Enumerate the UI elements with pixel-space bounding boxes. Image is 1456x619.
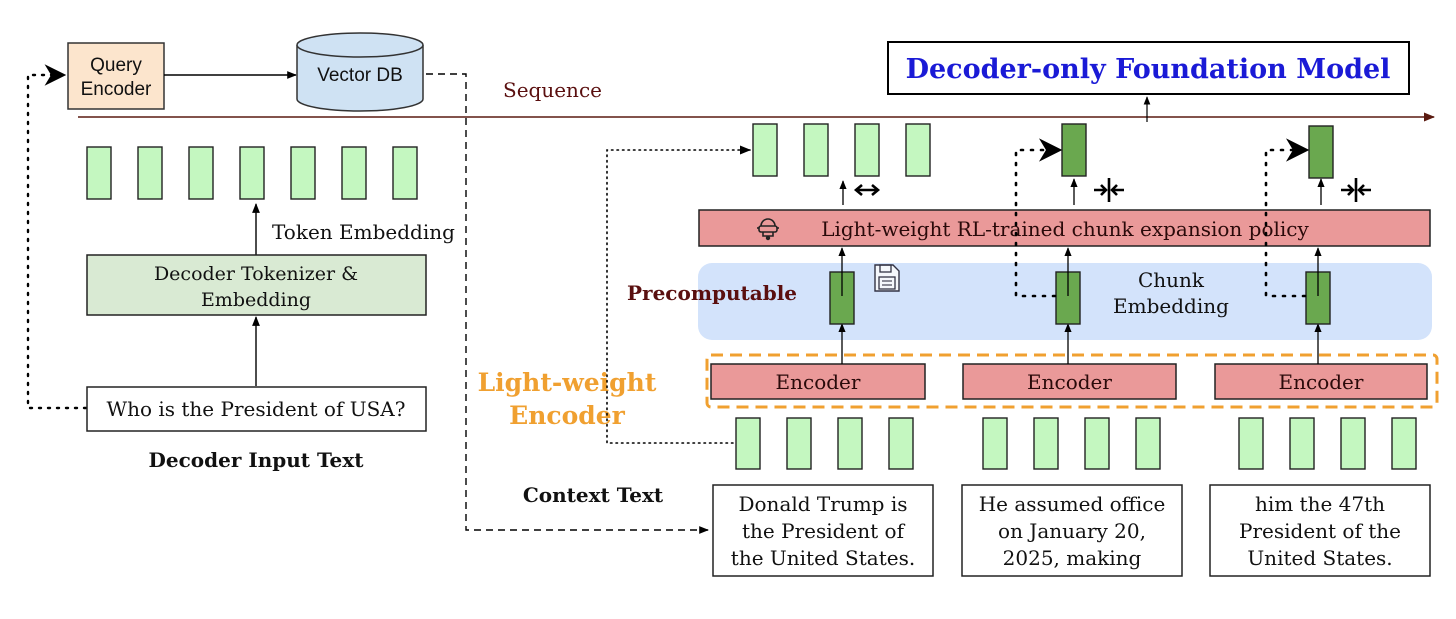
encoder-box (1214, 363, 1428, 400)
chunk-columns: Donald Trump is the President of the Unite… (606, 123, 1431, 577)
chunk-column: He assumed office on January 20, 2025, mak… (961, 123, 1183, 577)
decoder-token-embedding (239, 146, 265, 200)
light-encoder-label-1: Light-weight (478, 368, 657, 397)
compress-arrows-icon (1094, 178, 1124, 202)
decoder-input-section-label: Decoder Input Text (149, 448, 365, 472)
decoder-token-embedding (341, 146, 367, 200)
encoder-label: Encoder (1027, 370, 1112, 394)
context-text-line: him the 47th (1255, 492, 1385, 516)
query-encoder-label-2: Encoder (81, 79, 152, 100)
chunk-embedding-label-2: Embedding (1113, 294, 1229, 318)
context-token-embedding (1289, 417, 1315, 470)
chunk-column: Donald Trump is the President of the Unite… (606, 123, 934, 577)
tokenizer-label-1: Decoder Tokenizer & (154, 263, 358, 285)
encoder-box (962, 363, 1177, 400)
context-text-line: the President of (742, 519, 906, 543)
expanded-token-embedding (854, 123, 880, 177)
context-token-embedding (786, 417, 812, 470)
save-disk-icon (874, 264, 900, 292)
expanded-token-embedding (803, 123, 829, 177)
context-token-embedding (1033, 417, 1059, 470)
encoder-label: Encoder (1279, 370, 1364, 394)
encoder-box (710, 363, 926, 400)
context-text-line: the United States. (731, 546, 915, 570)
light-encoder-label-2: Encoder (509, 401, 626, 430)
decoder-model-box: Decoder-only Foundation Model (887, 41, 1410, 95)
compression-dotted-path (1264, 138, 1310, 298)
context-text-label: Context Text (523, 483, 664, 507)
compression-dotted-path (1014, 138, 1063, 298)
vector-db-cylinder: Vector DB (296, 32, 424, 112)
decoder-token-embedding (392, 146, 418, 200)
expanded-token-embedding (905, 123, 931, 177)
decoder-tokenizer-box: Decoder Tokenizer & Embedding (86, 254, 427, 316)
expand-arrows-icon (853, 184, 881, 196)
decoder-token-embedding (137, 146, 163, 200)
query-encoder-box: Query Encoder (67, 42, 165, 110)
context-text-line: President of the (1239, 519, 1401, 543)
context-token-embedding (888, 417, 914, 470)
context-text-box (1209, 484, 1431, 577)
token-embedding-label: Token Embedding (272, 220, 455, 244)
context-text-line: He assumed office (979, 492, 1166, 516)
expansion-policy-bar: Light-weight RL-trained chunk expansion … (698, 209, 1431, 247)
context-token-embedding (1084, 417, 1110, 470)
compressed-chunk-output (1061, 123, 1087, 177)
policy-label: Light-weight RL-trained chunk expansion … (821, 217, 1309, 241)
query-dotted-path (26, 64, 88, 410)
decoder-model-title: Decoder-only Foundation Model (906, 54, 1391, 85)
retrieval-dashed-path (426, 73, 709, 534)
tokenizer-label-2: Embedding (201, 289, 311, 311)
context-token-embedding (1238, 417, 1264, 470)
context-text-line: 2025, making (1003, 546, 1142, 570)
robot-icon (757, 218, 779, 241)
vector-db-label: Vector DB (317, 65, 403, 86)
sequence-label: Sequence (503, 78, 602, 102)
decoder-token-embedding (188, 146, 214, 200)
chunk-embedding-label-1: Chunk (1138, 268, 1205, 292)
decoder-token-embedding (86, 146, 112, 200)
decoder-token-row (86, 146, 418, 200)
context-token-embedding (1135, 417, 1161, 470)
compress-arrows-icon (1341, 178, 1371, 202)
light-encoder-group-outline (705, 353, 1439, 409)
decoder-token-embedding (290, 146, 316, 200)
compressed-chunk-output (1308, 125, 1334, 179)
expansion-dotted-path (606, 145, 752, 444)
expanded-token-embedding (752, 123, 778, 177)
context-text-line: on January 20, (998, 519, 1146, 543)
decoder-input-box: Who is the President of USA? (86, 386, 427, 432)
context-token-embedding (982, 417, 1008, 470)
context-text-line: Donald Trump is (738, 492, 907, 516)
decoder-input-text: Who is the President of USA? (107, 397, 406, 421)
context-text-box (712, 484, 934, 577)
precomputable-label: Precomputable (627, 281, 797, 305)
context-token-embedding (1391, 417, 1417, 470)
context-text-line: United States. (1247, 546, 1392, 570)
context-token-embedding (735, 417, 761, 470)
encoder-label: Encoder (776, 370, 861, 394)
context-token-embedding (837, 417, 863, 470)
context-token-embedding (1340, 417, 1366, 470)
context-text-box (961, 484, 1183, 577)
query-encoder-label-1: Query (90, 55, 142, 76)
